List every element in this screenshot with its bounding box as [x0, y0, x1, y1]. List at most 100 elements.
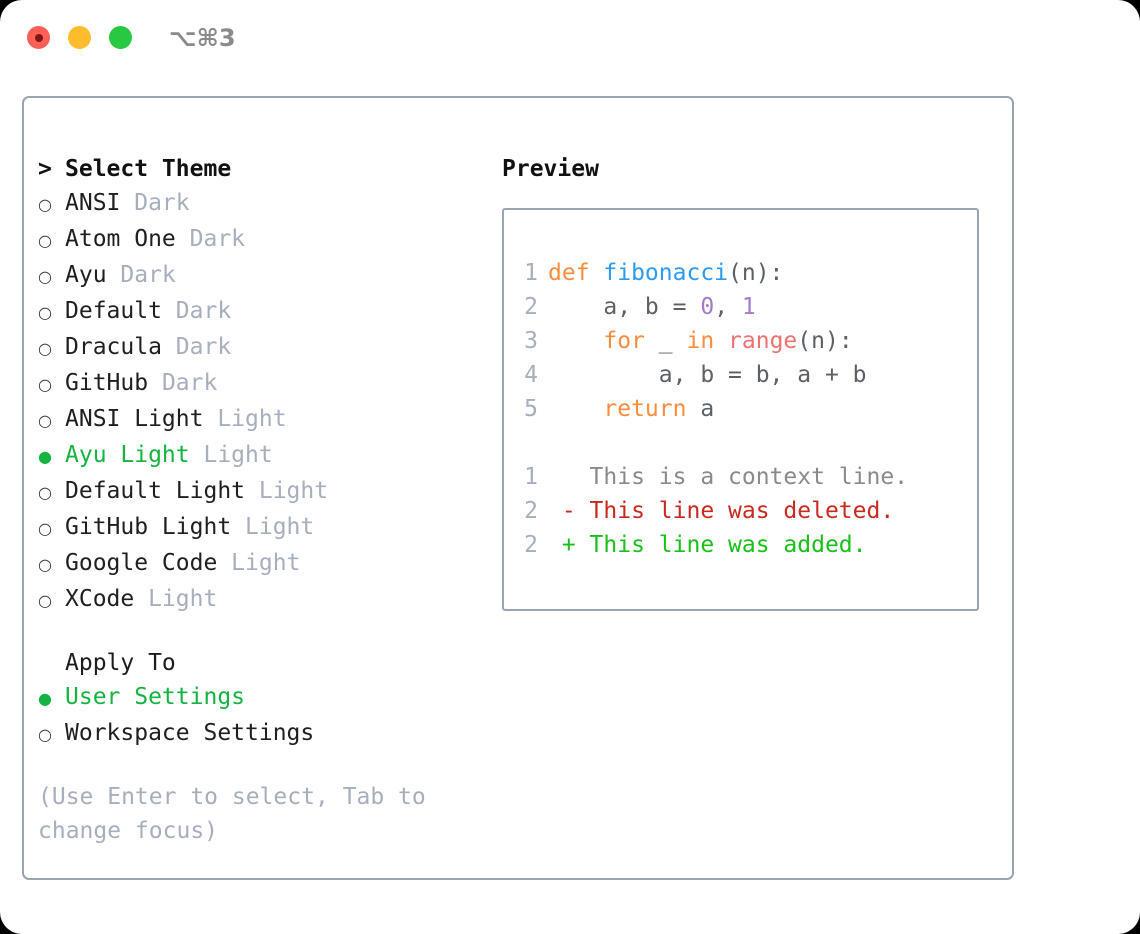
radio-unselected-icon: ○ [38, 303, 52, 322]
code-line: 1 def fibonacci(n): [518, 256, 977, 290]
radio-unselected-icon: ○ [38, 231, 52, 250]
theme-option-suffix: Light [189, 442, 273, 468]
radio-unselected-icon: ○ [38, 519, 52, 538]
apply-option-label: User Settings [65, 684, 246, 710]
token-kw: def [548, 260, 604, 286]
theme-option-7[interactable]: ● Ayu Light Light [38, 438, 488, 474]
line-number: 5 [524, 396, 538, 422]
apply-to-header: Apply To [38, 646, 488, 680]
theme-option-suffix: Light [217, 550, 301, 576]
code-text: a, b = 0, 1 [548, 290, 755, 324]
theme-option-11[interactable]: ○XCode Light [38, 582, 488, 618]
line-number: 3 [524, 328, 538, 354]
theme-option-2[interactable]: ○ Ayu Dark [38, 258, 488, 294]
theme-option-8[interactable]: ○ Default Light Light [38, 474, 488, 510]
main-card: > Select Theme ○ANSI Dark○Atom One Dark○… [22, 96, 1014, 880]
theme-option-suffix: Dark [120, 190, 190, 216]
token-txt: a, b = b, a + b [548, 362, 867, 388]
diff-text: - This line was deleted. [548, 494, 894, 528]
theme-option-label: ANSI Light [65, 406, 204, 432]
code-line: 2 a, b = 0, 1 [518, 290, 977, 324]
diff-sample: 1 This is a context line. 2 - This line w… [518, 460, 977, 562]
theme-option-5[interactable]: ○GitHub Dark [38, 366, 488, 402]
token-txt: a, b = [548, 294, 701, 320]
token-txt: _ [644, 328, 687, 354]
token-ctx: This is a context line. [548, 464, 909, 490]
theme-option-suffix: Dark [106, 262, 176, 288]
token-txt: , [714, 294, 742, 320]
caret-icon: > [38, 156, 52, 182]
radio-selected-icon: ● [38, 447, 52, 466]
theme-option-1[interactable]: ○ Atom One Dark [38, 222, 488, 258]
line-number: 1 [524, 464, 538, 490]
token-txt: (n): [797, 328, 853, 354]
theme-option-label: GitHub [65, 370, 149, 396]
token-del: - This line was deleted. [548, 498, 895, 524]
radio-unselected-icon: ○ [38, 555, 52, 574]
close-button[interactable] [27, 26, 50, 49]
apply-to-title: Apply To [65, 650, 176, 676]
token-txt [714, 328, 728, 354]
radio-unselected-icon: ○ [38, 267, 52, 286]
diff-line: 2 + This line was added. [518, 528, 977, 562]
theme-option-label: Atom One [65, 226, 176, 252]
title-bar: ⌥⌘3 [0, 0, 1140, 78]
select-theme-header: > Select Theme [38, 152, 488, 186]
token-kw: return [603, 396, 687, 422]
line-number: 2 [524, 532, 538, 558]
token-txt: (n): [728, 260, 784, 286]
theme-option-0[interactable]: ○ ANSI Dark [38, 186, 488, 222]
diff-text: This is a context line. [548, 460, 909, 494]
theme-option-label: GitHub Light [65, 514, 232, 540]
radio-unselected-icon: ○ [38, 411, 52, 430]
token-txt: a [686, 396, 715, 422]
theme-option-6[interactable]: ○ ANSI Light Light [38, 402, 488, 438]
theme-option-label: Ayu [65, 262, 107, 288]
theme-option-3[interactable]: ○Default Dark [38, 294, 488, 330]
line-number: 2 [524, 294, 538, 320]
token-fn: fibonacci [603, 260, 729, 286]
window-title: ⌥⌘3 [169, 24, 236, 52]
code-text: return a [548, 392, 714, 426]
theme-option-4[interactable]: ○Dracula Dark [38, 330, 488, 366]
theme-option-label: Default Light [65, 478, 246, 504]
radio-unselected-icon: ○ [38, 483, 52, 502]
radio-unselected-icon: ○ [38, 591, 52, 610]
radio-unselected-icon: ○ [38, 195, 52, 214]
theme-option-suffix: Light [245, 478, 329, 504]
apply-option-1[interactable]: ○ Workspace Settings [38, 716, 488, 752]
diff-line: 1 This is a context line. [518, 460, 977, 494]
keyboard-hint: (Use Enter to select, Tab to change focu… [38, 784, 440, 844]
apply-option-label: Workspace Settings [65, 720, 315, 746]
theme-option-10[interactable]: ○Google Code Light [38, 546, 488, 582]
radio-unselected-icon: ○ [38, 375, 52, 394]
theme-option-suffix: Light [231, 514, 315, 540]
code-text: for _ in range(n): [548, 324, 853, 358]
minimize-button[interactable] [68, 26, 91, 49]
apply-option-0[interactable]: ● User Settings [38, 680, 488, 716]
radio-selected-icon: ● [38, 689, 52, 708]
window-controls [27, 26, 132, 49]
code-line: 3 for _ in range(n): [518, 324, 977, 358]
token-txt [548, 328, 603, 354]
diff-text: + This line was added. [548, 528, 867, 562]
theme-option-label: Ayu Light [65, 442, 190, 468]
theme-option-label: ANSI [65, 190, 121, 216]
theme-option-suffix: Light [203, 406, 287, 432]
radio-unselected-icon: ○ [38, 725, 52, 744]
maximize-button[interactable] [109, 26, 132, 49]
theme-option-suffix: Dark [175, 226, 246, 252]
code-text: a, b = b, a + b [548, 358, 867, 392]
line-number: 1 [524, 260, 538, 286]
token-txt [548, 396, 603, 422]
apply-to-list: ● User Settings ○ Workspace Settings [38, 680, 488, 752]
radio-unselected-icon: ○ [38, 339, 52, 358]
theme-option-suffix: Light [134, 586, 218, 612]
token-num: 0 [700, 294, 715, 320]
theme-option-9[interactable]: ○ GitHub Light Light [38, 510, 488, 546]
code-line: 5 return a [518, 392, 977, 426]
